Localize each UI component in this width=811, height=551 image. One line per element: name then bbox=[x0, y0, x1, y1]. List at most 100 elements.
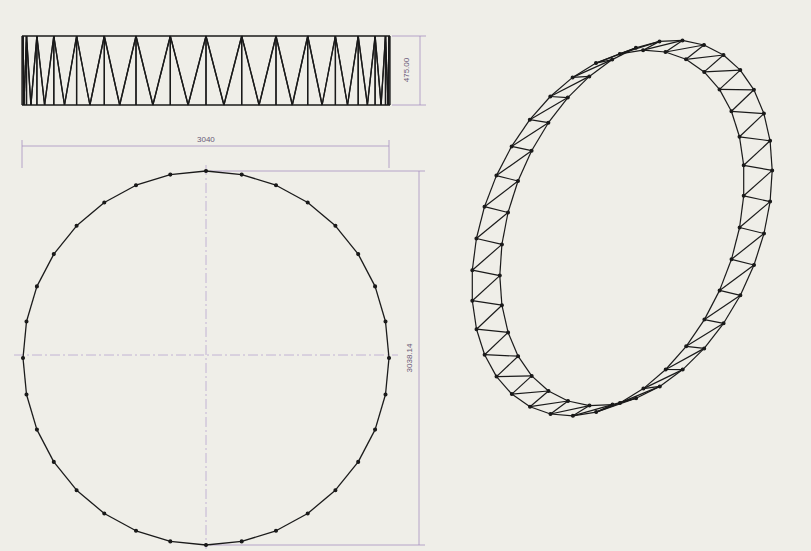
truss-member bbox=[45, 36, 54, 105]
truss-member bbox=[740, 137, 771, 141]
truss-member bbox=[31, 36, 37, 105]
truss-member bbox=[666, 348, 705, 369]
truss-member bbox=[666, 369, 683, 370]
truss-member bbox=[485, 332, 509, 354]
truss-member bbox=[358, 36, 359, 105]
truss-member bbox=[24, 36, 27, 105]
truss-member bbox=[322, 36, 335, 105]
truss-member bbox=[386, 358, 390, 395]
truss-member bbox=[27, 395, 37, 430]
truss-member bbox=[666, 45, 705, 52]
truss-member bbox=[686, 59, 704, 72]
truss-member bbox=[388, 36, 389, 105]
truss-node bbox=[658, 40, 661, 43]
truss-member bbox=[308, 490, 336, 513]
truss-member bbox=[532, 123, 549, 151]
truss-member bbox=[381, 36, 385, 105]
truss-member bbox=[744, 170, 773, 195]
truss-member bbox=[743, 165, 744, 196]
truss-member bbox=[704, 45, 724, 55]
truss-member bbox=[292, 36, 307, 105]
truss-member bbox=[502, 305, 508, 332]
truss-member bbox=[54, 226, 77, 254]
truss-member bbox=[308, 203, 336, 226]
truss-node bbox=[549, 413, 552, 416]
truss-node bbox=[517, 180, 520, 183]
truss-member bbox=[485, 207, 509, 213]
truss-member bbox=[744, 196, 770, 202]
truss-member bbox=[36, 36, 37, 105]
truss-member bbox=[26, 36, 27, 105]
truss-member bbox=[77, 36, 90, 105]
truss-node bbox=[240, 173, 243, 176]
truss-node bbox=[205, 544, 208, 547]
truss-member bbox=[135, 36, 136, 105]
dimension-label: 3038.14 bbox=[405, 343, 415, 374]
truss-member bbox=[548, 98, 567, 123]
truss-member bbox=[188, 36, 206, 105]
truss-member bbox=[76, 36, 77, 105]
truss-member bbox=[358, 254, 375, 286]
truss-node bbox=[483, 353, 486, 356]
plan-view bbox=[22, 170, 391, 547]
truss-member bbox=[500, 244, 502, 275]
truss-node bbox=[52, 253, 55, 256]
truss-node bbox=[658, 385, 661, 388]
truss-member bbox=[720, 89, 732, 111]
truss-member bbox=[170, 36, 188, 105]
truss-member bbox=[104, 36, 105, 105]
truss-member bbox=[704, 295, 740, 319]
truss-member bbox=[358, 36, 367, 105]
truss-member bbox=[385, 36, 386, 105]
truss-member bbox=[686, 55, 724, 59]
truss-member bbox=[307, 36, 308, 105]
truss-member bbox=[335, 36, 347, 105]
truss-member bbox=[770, 170, 772, 201]
truss-member bbox=[477, 329, 485, 355]
truss-node bbox=[275, 529, 278, 532]
truss-member bbox=[731, 111, 739, 137]
truss-node bbox=[611, 58, 614, 61]
truss-member bbox=[241, 36, 242, 105]
truss-member bbox=[643, 41, 659, 50]
truss-node bbox=[642, 387, 645, 390]
truss-member bbox=[104, 36, 119, 105]
truss-member bbox=[508, 332, 518, 356]
truss-node bbox=[495, 375, 498, 378]
truss-member bbox=[335, 462, 358, 490]
truss-member bbox=[573, 405, 613, 416]
truss-member bbox=[704, 55, 723, 72]
truss-member bbox=[322, 36, 335, 105]
truss-member bbox=[206, 36, 224, 105]
truss-node bbox=[357, 253, 360, 256]
truss-node bbox=[75, 224, 78, 227]
truss-node bbox=[642, 49, 645, 52]
truss-node bbox=[169, 173, 172, 176]
truss-member bbox=[53, 36, 54, 105]
truss-node bbox=[753, 88, 756, 91]
truss-member bbox=[22, 36, 23, 105]
truss-member bbox=[348, 36, 359, 105]
truss-node bbox=[384, 393, 387, 396]
truss-member bbox=[136, 36, 153, 105]
truss-member bbox=[704, 290, 719, 319]
truss-node bbox=[384, 320, 387, 323]
truss-member bbox=[135, 36, 136, 105]
truss-member bbox=[205, 36, 206, 105]
truss-member bbox=[54, 36, 65, 105]
truss-member bbox=[77, 490, 105, 513]
truss-node bbox=[739, 69, 742, 72]
truss-member bbox=[36, 36, 37, 105]
truss-member bbox=[496, 151, 531, 176]
truss-member bbox=[500, 276, 502, 306]
truss-member bbox=[37, 430, 54, 462]
truss-member bbox=[704, 70, 740, 72]
truss-member bbox=[31, 36, 37, 105]
truss-member bbox=[568, 76, 590, 97]
truss-node bbox=[722, 322, 725, 325]
truss-member bbox=[153, 36, 170, 105]
truss-member bbox=[276, 36, 292, 105]
truss-node bbox=[635, 46, 638, 49]
dimension-label: 475.00 bbox=[402, 57, 412, 83]
truss-node bbox=[742, 164, 745, 167]
